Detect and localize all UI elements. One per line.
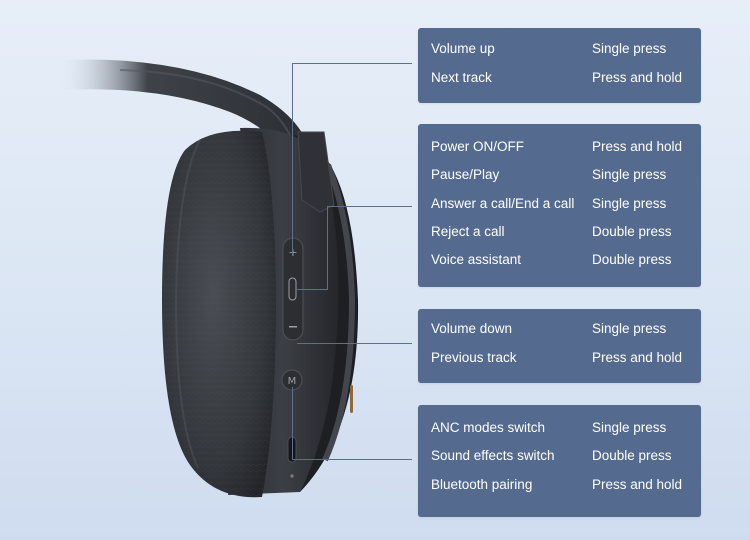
power-led-icon (288, 277, 297, 301)
control-row: Answer a call/End a call Single press (431, 194, 693, 214)
control-row: Bluetooth pairing Press and hold (431, 475, 693, 495)
trigger-label: Press and hold (592, 350, 683, 365)
action-label: Previous track (431, 350, 517, 365)
mode-m-icon: M (288, 376, 297, 387)
control-row: Next track Press and hold (431, 68, 693, 88)
control-row: Voice assistant Double press (431, 250, 693, 270)
trigger-label: Double press (592, 448, 672, 463)
minus-icon (289, 326, 297, 328)
action-label: Volume down (431, 321, 513, 336)
control-row: Power ON/OFF Press and hold (431, 137, 693, 157)
action-label: Volume up (431, 41, 495, 56)
slider-arm (297, 131, 335, 213)
control-row: Volume down Single press (431, 319, 693, 339)
trigger-label: Press and hold (592, 139, 683, 154)
trigger-label: Double press (592, 224, 672, 239)
trigger-label: Single press (592, 167, 667, 182)
accent-stripe (350, 385, 353, 413)
ear-cup-back (282, 135, 359, 492)
control-row: Previous track Press and hold (431, 348, 693, 368)
action-label: ANC modes switch (431, 420, 546, 435)
leader-line-2-stub (297, 289, 328, 290)
power-button-panel: Power ON/OFF Press and hold Pause/Play S… (418, 124, 701, 287)
action-label: Power ON/OFF (431, 139, 525, 154)
trigger-label: Single press (592, 41, 667, 56)
action-label: Bluetooth pairing (431, 477, 533, 492)
action-label: Sound effects switch (431, 448, 555, 463)
headband (60, 59, 310, 160)
control-row: Sound effects switch Double press (431, 446, 693, 466)
action-label: Pause/Play (431, 167, 500, 182)
trigger-label: Double press (592, 252, 672, 267)
leader-line-1-vertical (292, 63, 293, 255)
trigger-label: Single press (592, 321, 667, 336)
headband-inner (119, 69, 293, 141)
trigger-label: Press and hold (592, 477, 683, 492)
action-label: Reject a call (431, 224, 505, 239)
indicator-dot (290, 474, 294, 478)
volume-up-panel: Volume up Single press Next track Press … (418, 28, 701, 103)
control-row: Pause/Play Single press (431, 165, 693, 185)
leader-line-4-vertical (292, 387, 293, 459)
leader-line-4 (292, 459, 412, 460)
action-label: Answer a call/End a call (431, 196, 575, 211)
leader-line-2-vertical (327, 206, 328, 289)
trigger-label: Single press (592, 420, 667, 435)
leader-line-1 (292, 63, 412, 64)
control-row: Reject a call Double press (431, 222, 693, 242)
leader-line-3 (297, 343, 412, 344)
trigger-label: Single press (592, 196, 667, 211)
plus-icon: + (288, 246, 297, 259)
trigger-label: Press and hold (592, 70, 683, 85)
control-row: ANC modes switch Single press (431, 418, 693, 438)
action-label: Voice assistant (431, 252, 522, 267)
mode-button-panel: ANC modes switch Single press Sound effe… (418, 405, 701, 517)
volume-down-panel: Volume down Single press Previous track … (418, 309, 701, 383)
action-label: Next track (431, 70, 492, 85)
leader-line-2 (327, 206, 412, 207)
control-row: Volume up Single press (431, 39, 693, 59)
ear-cup-rim (322, 163, 356, 462)
